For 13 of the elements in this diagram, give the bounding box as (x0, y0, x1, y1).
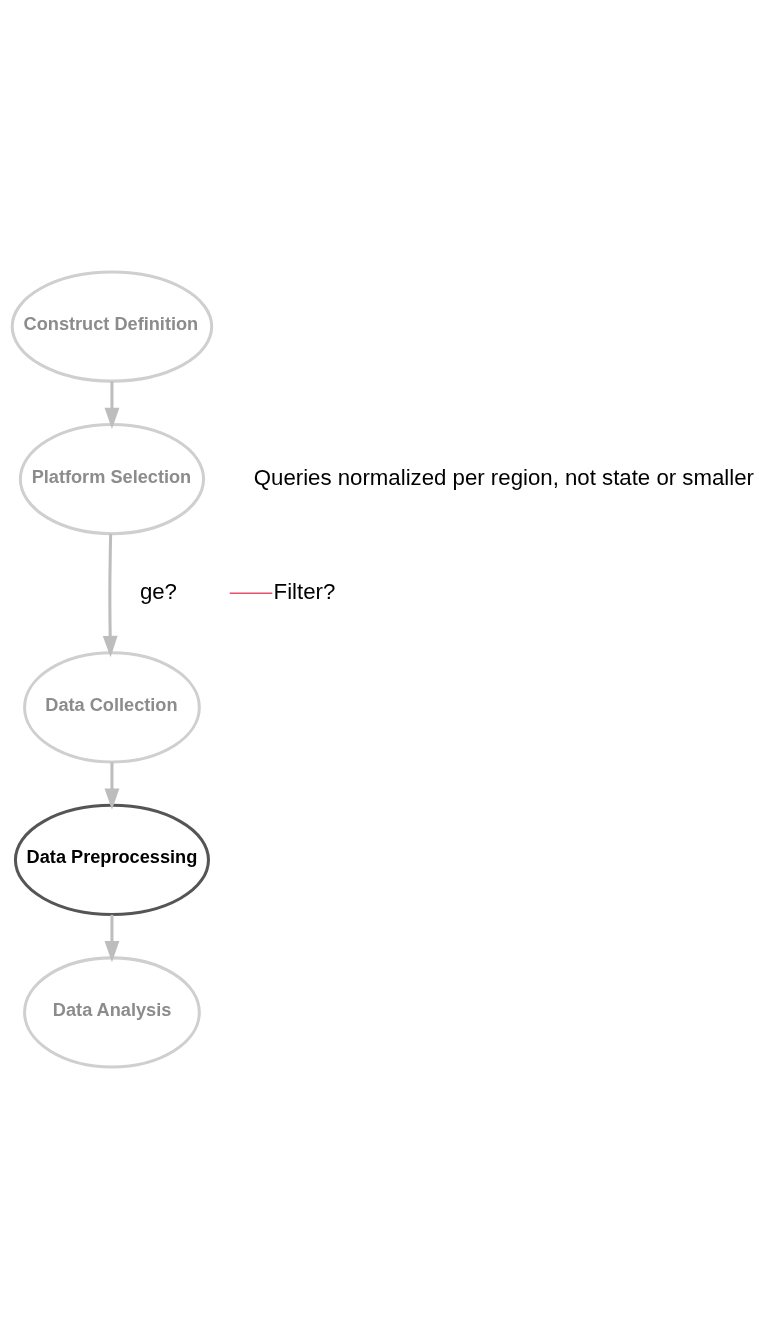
node-ellipse: Data Collection (23, 651, 201, 764)
arrow (102, 533, 118, 658)
node-ellipse: Construct Definition (10, 270, 214, 383)
arrow (104, 914, 120, 963)
arrow (104, 381, 120, 429)
label: ge? (139, 578, 177, 604)
arrow (104, 762, 120, 810)
node-ellipse: Data Preprocessing (13, 803, 210, 916)
node-text: Filter? (273, 578, 336, 604)
connector (228, 592, 274, 594)
label: Queries normalized per region, not state or smaller (253, 464, 754, 490)
node-ellipse: Data Analysis (23, 956, 201, 1069)
node-ellipse: Platform Selection (18, 423, 206, 536)
